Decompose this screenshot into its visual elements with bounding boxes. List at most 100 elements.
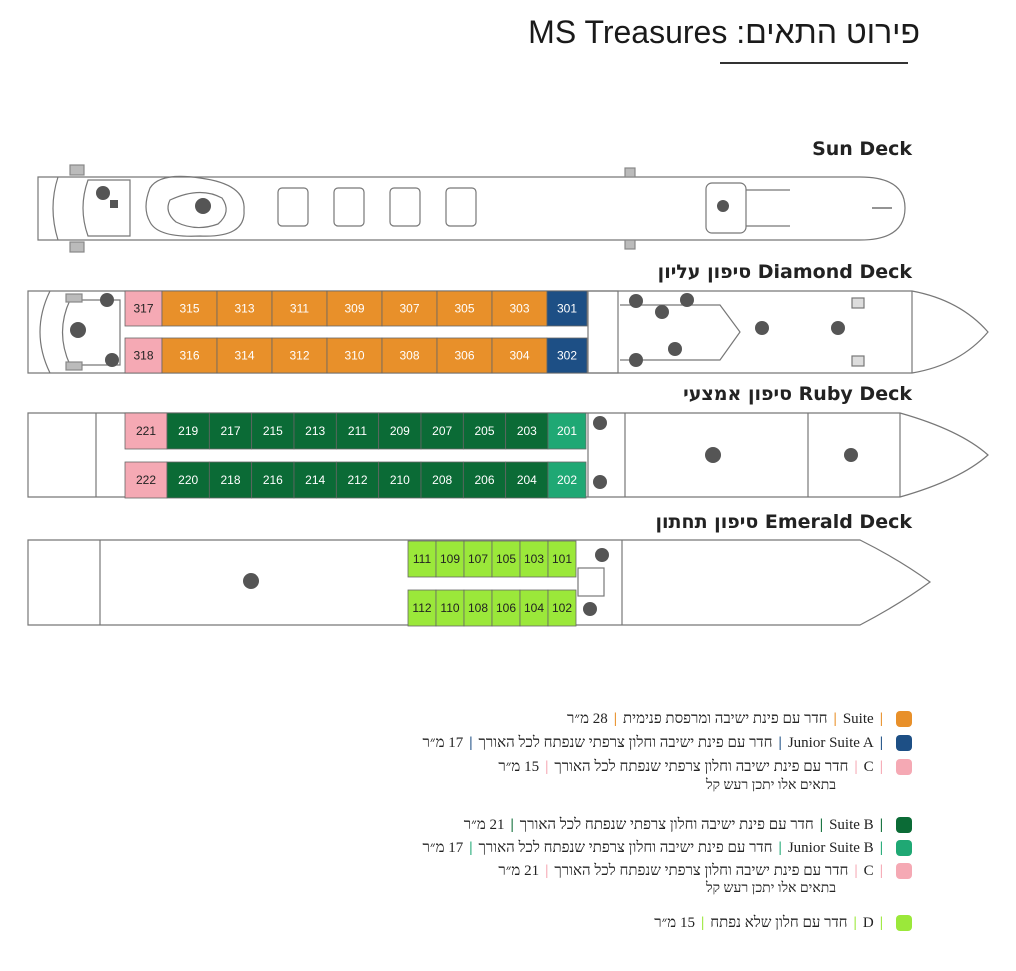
cabin-217: 217 bbox=[220, 424, 240, 438]
legend-row: |Suite B|חדר עם פינת ישיבה וחלון צרפתי ש… bbox=[464, 815, 912, 835]
cabin-112-rect bbox=[407, 589, 437, 627]
cabin-220-rect bbox=[166, 461, 210, 499]
legend-bar: | bbox=[854, 758, 858, 775]
cabin-218: 218 bbox=[220, 473, 240, 487]
legend-row: | C | חדר עם פינת ישיבה וחלון צרפתי שנפתח ל… bbox=[498, 861, 912, 881]
cabin-106: 106 bbox=[496, 601, 516, 615]
legend-desc: חדר עם פינת ישיבה וחלון צרפתי שנפתח לכל … bbox=[478, 734, 773, 751]
cabin-311-rect bbox=[271, 290, 328, 327]
legend-size: 17 מ״ר bbox=[422, 734, 464, 751]
cabin-101-rect bbox=[547, 540, 577, 578]
cabin-303-rect bbox=[491, 290, 548, 327]
cabin-314-rect bbox=[216, 337, 273, 374]
legend-bar: | bbox=[879, 839, 883, 856]
diamond-deck-mail-icon bbox=[755, 321, 769, 335]
legend-swatch bbox=[896, 863, 912, 879]
cabin-306-rect bbox=[436, 337, 493, 374]
sun-deck-bar-icon bbox=[96, 186, 110, 200]
cabin-212-rect bbox=[335, 461, 380, 499]
legend-bar: | bbox=[879, 734, 883, 751]
legend-row: |Junior Suite B|חדר עם פינת ישיבה וחלון … bbox=[423, 838, 912, 858]
diamond-deck-info-icon bbox=[655, 305, 669, 319]
legend-bar: | bbox=[778, 734, 782, 751]
diamond-deck-aft-lounge-icon bbox=[70, 322, 86, 338]
cabin-213-rect bbox=[293, 412, 337, 450]
cabin-207-rect bbox=[420, 412, 464, 450]
cabin-202: 202 bbox=[557, 473, 577, 487]
cabin-204: 204 bbox=[517, 473, 537, 487]
legend-cat: D bbox=[862, 914, 874, 931]
cabin-102: 102 bbox=[552, 601, 572, 615]
cabin-303: 303 bbox=[509, 302, 529, 316]
legend-bar: | bbox=[545, 862, 549, 879]
page-title: פירוט התאים: MS Treasures bbox=[528, 14, 920, 50]
cabin-308: 308 bbox=[399, 349, 419, 363]
legend-bar: | bbox=[833, 710, 837, 727]
sun-deck-pool-icon bbox=[195, 198, 211, 214]
cabin-215: 215 bbox=[263, 424, 283, 438]
cabin-304-rect bbox=[491, 337, 548, 374]
cabin-106-rect bbox=[491, 589, 521, 627]
cabin-214-rect bbox=[293, 461, 337, 499]
cabin-207: 207 bbox=[432, 424, 452, 438]
cabin-210: 210 bbox=[390, 473, 410, 487]
cabin-315-rect bbox=[161, 290, 218, 327]
ruby-deck-chef-icon bbox=[844, 448, 858, 462]
legend-size: 21 מ״ר bbox=[463, 816, 505, 833]
cabin-201-rect bbox=[547, 412, 587, 450]
cabin-108-rect bbox=[463, 589, 493, 627]
legend-bar: | bbox=[879, 758, 883, 775]
cabin-316: 316 bbox=[179, 349, 199, 363]
cabin-312: 312 bbox=[289, 349, 309, 363]
legend-bar: | bbox=[545, 758, 549, 775]
sun-deck-hull bbox=[37, 164, 906, 253]
legend-bar: | bbox=[510, 816, 514, 833]
cabin-109: 109 bbox=[440, 552, 460, 566]
emerald-deck-crew-icon bbox=[583, 602, 597, 616]
cabin-313: 313 bbox=[234, 302, 254, 316]
cabin-306: 306 bbox=[454, 349, 474, 363]
legend-bar: | bbox=[854, 862, 858, 879]
legend-note: בתאים אלו יתכן רעש קל bbox=[706, 881, 836, 896]
cabin-222: 222 bbox=[136, 473, 156, 487]
cabin-218-rect bbox=[208, 461, 253, 499]
legend-size: 15 מ״ר bbox=[498, 758, 540, 775]
legend-desc: חדר עם פינת ישיבה וחלון צרפתי שנפתח לכל … bbox=[554, 862, 849, 879]
legend-bar: | bbox=[469, 839, 473, 856]
cabin-301-rect bbox=[546, 290, 588, 327]
emerald-deck-elevator-icon bbox=[595, 548, 609, 562]
diamond-deck-restroom-icon bbox=[105, 353, 119, 367]
legend-bar: | bbox=[879, 816, 883, 833]
cabin-111: 111 bbox=[413, 552, 432, 566]
legend-cat: Suite B bbox=[829, 816, 874, 833]
legend-swatch bbox=[896, 711, 912, 727]
cabin-301: 301 bbox=[557, 302, 577, 316]
cabin-208-rect bbox=[420, 461, 464, 499]
legend-row: |Junior Suite A|חדר עם פינת ישיבה וחלון … bbox=[423, 733, 912, 753]
cabin-205-rect bbox=[462, 412, 507, 450]
cabin-109-rect bbox=[435, 540, 465, 578]
sun-deck-games-icon bbox=[110, 200, 118, 208]
legend-cat: Suite bbox=[842, 710, 874, 727]
legend-bar: | bbox=[853, 914, 857, 931]
cabin-302: 302 bbox=[557, 349, 577, 363]
title-underline bbox=[720, 62, 908, 64]
legend-cat: C bbox=[863, 862, 874, 879]
deck-label-diamond: סיפון עליון Diamond Deck bbox=[657, 261, 912, 283]
legend-bar: | bbox=[879, 914, 883, 931]
ruby-deck-restaurant-icon bbox=[705, 447, 721, 463]
cabin-310: 310 bbox=[344, 349, 364, 363]
cabin-317-rect bbox=[124, 290, 163, 327]
cabin-316-rect bbox=[161, 337, 218, 374]
legend-row: |Suite|חדר עם פינת ישיבה ומרפסת פנימית|2… bbox=[567, 709, 912, 729]
cabin-314: 314 bbox=[234, 349, 254, 363]
cabin-104-rect bbox=[519, 589, 549, 627]
cabin-112: 112 bbox=[412, 601, 431, 615]
legend-swatch bbox=[896, 915, 912, 931]
cabin-110-rect bbox=[435, 589, 465, 627]
cabin-209: 209 bbox=[390, 424, 410, 438]
legend-bar: | bbox=[819, 816, 824, 833]
legend-size: 17 מ״ר bbox=[422, 839, 464, 856]
emerald-deck-hull bbox=[27, 539, 932, 626]
legend-bar: | bbox=[778, 839, 782, 856]
